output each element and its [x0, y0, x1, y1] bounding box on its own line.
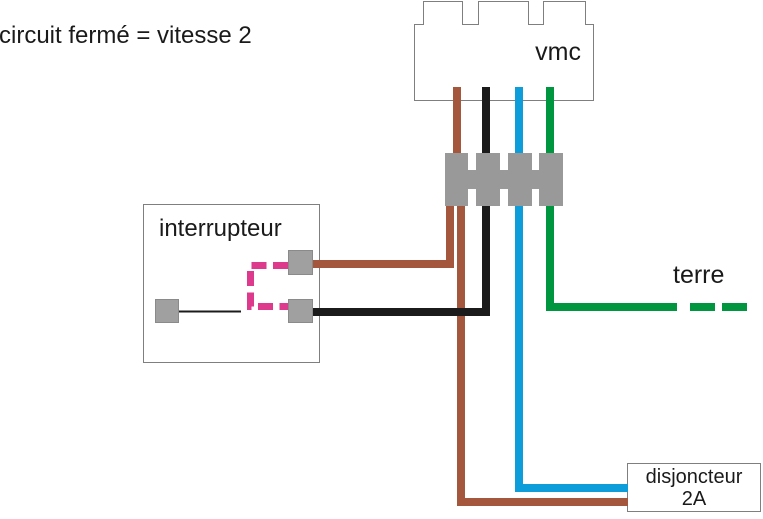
black-wire-switch-vertical	[482, 200, 490, 316]
diagram-title: circuit fermé = vitesse 2	[0, 22, 252, 49]
terminal-block	[445, 153, 563, 206]
green-wire-earth-dash-2	[722, 303, 747, 311]
vmc-label: vmc	[535, 38, 581, 66]
black-wire-switch-horizontal	[312, 308, 490, 316]
breaker-label-group: disjoncteur 2A	[627, 463, 761, 512]
vmc-box	[414, 1, 594, 101]
earth-label: terre	[673, 261, 725, 289]
switch-label: interrupteur	[159, 215, 282, 242]
breaker-label: disjoncteur	[645, 465, 743, 488]
switch-closed-position-dashes	[247, 262, 288, 310]
brown-wire-switch-vertical	[446, 200, 454, 268]
brown-wire-breaker-vertical	[457, 200, 465, 506]
blue-wire-vmc	[515, 87, 523, 157]
terminal-segment-1	[445, 153, 468, 206]
switch-contact-lower	[288, 299, 313, 323]
green-wire-earth-dash-1	[690, 303, 715, 311]
terminal-bridge-1	[468, 170, 476, 189]
blue-wire-breaker-horizontal	[515, 484, 628, 492]
terminal-segment-3	[508, 153, 532, 206]
switch-contact-upper	[288, 250, 313, 275]
terminal-bridge-3	[532, 170, 539, 189]
breaker-rating: 2A	[681, 487, 707, 510]
green-wire-earth-horizontal	[546, 303, 677, 311]
switch-box	[143, 204, 320, 363]
terminal-bridge-2	[500, 170, 508, 189]
switch-common-terminal	[155, 299, 179, 323]
brown-wire-breaker-horizontal	[457, 498, 628, 506]
green-wire-earth-vertical	[546, 200, 554, 311]
terminal-segment-2	[476, 153, 500, 206]
brown-wire-vmc	[453, 87, 461, 157]
brown-wire-switch-horizontal	[312, 260, 454, 268]
blue-wire-breaker-vertical	[515, 200, 523, 492]
black-wire-vmc	[482, 87, 490, 157]
terminal-segment-4	[539, 153, 563, 206]
green-wire-vmc	[546, 87, 554, 157]
